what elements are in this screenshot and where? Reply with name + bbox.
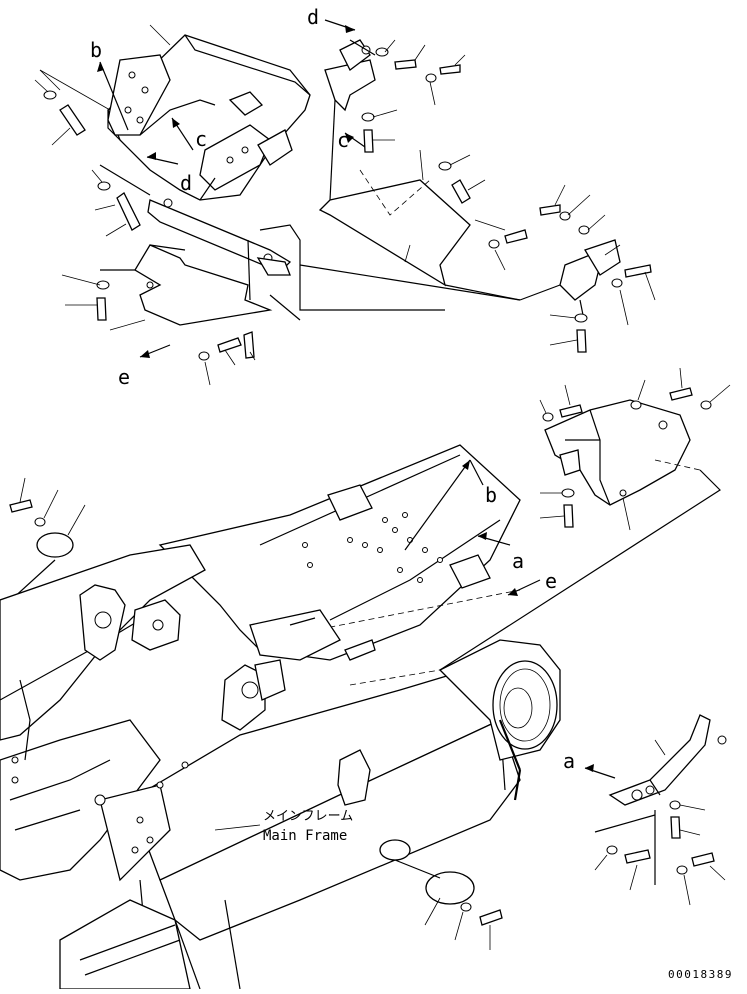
label-b-top: b bbox=[90, 38, 102, 62]
figure-number: 00018389 bbox=[668, 968, 733, 981]
top-cover-assembly: b c d bbox=[34, 24, 311, 201]
label-a-top: a bbox=[512, 549, 524, 573]
label-d-mid: d bbox=[180, 171, 192, 195]
main-frame-label-en: Main Frame bbox=[263, 828, 347, 844]
label-a-bottom: a bbox=[563, 749, 575, 773]
main-frame: b a e bbox=[0, 444, 561, 990]
right-bracket-assembly bbox=[299, 184, 656, 353]
main-frame-label-jp: メインフレーム bbox=[263, 809, 353, 824]
deck-bolt-holes bbox=[302, 512, 443, 583]
label-b-bottom: b bbox=[485, 483, 497, 507]
label-d-top: d bbox=[307, 5, 319, 29]
label-c-mid: c bbox=[337, 128, 349, 152]
rail-plate-assembly: e bbox=[61, 164, 445, 389]
label-e-right: e bbox=[545, 569, 557, 593]
left-round-cover bbox=[0, 477, 86, 661]
center-bracket-assembly: d c bbox=[307, 5, 528, 301]
label-e-left: e bbox=[118, 365, 130, 389]
bottom-right-cover-assembly: a bbox=[563, 714, 727, 906]
bottom-cover-assembly bbox=[394, 859, 503, 950]
right-cover-assembly bbox=[439, 367, 731, 671]
label-c-top: c bbox=[195, 127, 207, 151]
